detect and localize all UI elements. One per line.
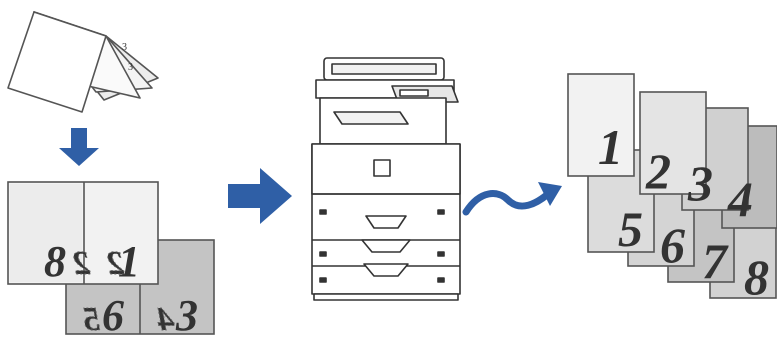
folded-booklet-icon: 3 3 — [8, 12, 158, 112]
spread-number-8: 8 — [44, 237, 66, 286]
output-page-number: 6 — [660, 217, 685, 273]
spread-number-6: 6 — [102, 291, 124, 336]
down-arrow-icon — [59, 128, 99, 166]
output-page-number: 3 — [687, 155, 713, 211]
spread-number-3: 3 — [175, 291, 198, 336]
svg-text:3: 3 — [122, 42, 127, 53]
curved-arrow-icon — [466, 182, 562, 212]
svg-text:3: 3 — [128, 62, 133, 73]
svg-text:4: 4 — [157, 301, 175, 336]
svg-text:5: 5 — [83, 301, 100, 336]
output-page-number: 5 — [618, 201, 643, 257]
right-arrow-icon — [228, 168, 292, 224]
spread-number-1: 1 — [118, 237, 140, 286]
output-page-number: 4 — [727, 171, 753, 227]
output-page-number: 8 — [744, 249, 769, 305]
output-page-number: 7 — [702, 233, 729, 289]
multifunction-printer-icon — [312, 58, 460, 300]
output-page-number: 1 — [598, 119, 623, 175]
svg-text:2: 2 — [73, 245, 91, 282]
output-page-number: 2 — [645, 143, 671, 199]
open-spread: 2 2 5 4 8 1 6 3 — [8, 182, 214, 336]
